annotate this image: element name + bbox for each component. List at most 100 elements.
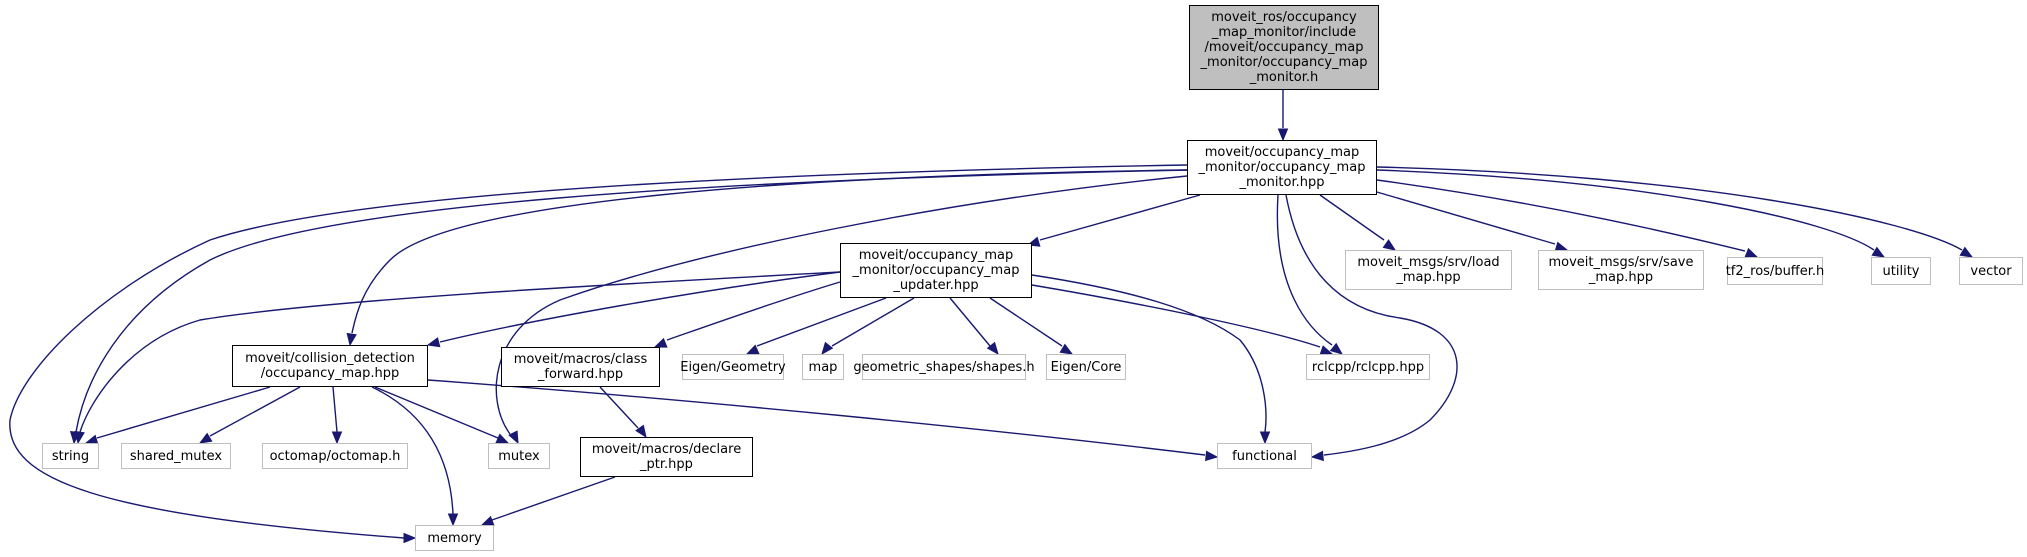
edge-line — [209, 386, 301, 437]
node-load-map-hpp[interactable]: moveit_msgs/srv/load _map.hpp — [1345, 250, 1512, 290]
edge-collision_hpp-to-shared_mutex — [198, 386, 301, 444]
edge-line — [439, 271, 841, 343]
node-occupancy-map-monitor-hpp[interactable]: moveit/occupancy_map _monitor/occupancy_… — [1187, 140, 1377, 195]
arrowhead-icon — [1310, 450, 1324, 462]
edge-updater_hpp-to-eigen_core — [989, 297, 1074, 355]
arrowhead-icon — [447, 513, 459, 527]
edge-monitor_hpp-to-tf2_buffer — [1376, 179, 1759, 258]
edge-line — [75, 169, 1188, 433]
arrowhead-icon — [1744, 247, 1759, 258]
node-collision-detection-occupancy-map-hpp[interactable]: moveit/collision_detection /occupancy_ma… — [232, 345, 428, 387]
edge-declare_ptr-to-memory — [480, 476, 616, 526]
arrowhead-icon — [403, 532, 417, 544]
edge-monitor_hpp-to-updater_hpp — [1026, 194, 1201, 247]
edge-line — [351, 169, 1188, 334]
arrowhead-icon — [1871, 246, 1886, 258]
node-macros-declare-ptr-hpp[interactable]: moveit/macros/declare _ptr.hpp — [580, 437, 753, 477]
arrowhead-icon — [74, 430, 85, 445]
edge-line — [1039, 194, 1201, 241]
edge-line — [374, 386, 499, 439]
arrowhead-icon — [1959, 246, 1974, 258]
node-occupancy-map-updater-hpp[interactable]: moveit/occupancy_map _monitor/occupancy_… — [840, 243, 1032, 298]
arrowhead-icon — [426, 337, 441, 348]
edge-line — [491, 476, 616, 521]
node-string[interactable]: string — [42, 443, 99, 469]
arrowhead-icon — [1259, 431, 1271, 445]
node-save-map-hpp[interactable]: moveit_msgs/srv/save _map.hpp — [1538, 250, 1704, 290]
edge-line — [666, 281, 841, 341]
edge-collision_hpp-to-mutex — [374, 386, 510, 444]
edge-monitor_hpp-to-load_map — [1319, 194, 1397, 251]
edge-monitor_hpp-to-mutex — [495, 175, 1188, 445]
edge-line — [756, 297, 887, 347]
edge-line — [599, 386, 639, 429]
arrowhead-icon — [653, 337, 668, 348]
arrowhead-icon — [198, 432, 213, 444]
edge-updater_hpp-to-functional — [1031, 274, 1271, 445]
edge-line — [1031, 274, 1267, 433]
edge-line — [989, 297, 1063, 347]
edge-line — [831, 297, 915, 347]
arrowhead-icon — [1277, 128, 1289, 142]
edge-line — [1376, 169, 1875, 251]
edge-line — [1319, 194, 1385, 241]
arrowhead-icon — [346, 332, 357, 347]
node-map[interactable]: map — [802, 354, 844, 380]
edge-line — [371, 386, 454, 515]
edge-line — [1376, 166, 1963, 251]
edge-line — [1285, 194, 1458, 456]
arrowhead-icon — [331, 431, 343, 445]
node-eigen-core[interactable]: Eigen/Core — [1046, 354, 1126, 380]
arrowhead-icon — [495, 433, 510, 444]
edge-line — [495, 175, 1188, 435]
arrowhead-icon — [480, 515, 495, 526]
edge-monitor_hpp-to-string — [69, 169, 1188, 445]
node-root-occupancy-map-monitor-h[interactable]: moveit_ros/occupancy _map_monitor/includ… — [1189, 5, 1379, 90]
edge-line — [1376, 179, 1746, 252]
edge-root-to-monitor_hpp — [1277, 90, 1289, 142]
node-utility[interactable]: utility — [1871, 257, 1931, 285]
edge-collision_hpp-to-string — [84, 386, 271, 445]
edge-monitor_hpp-to-rclcpp — [1276, 194, 1344, 355]
edge-monitor_hpp-to-vector — [1376, 166, 1974, 258]
edge-updater_hpp-to-string — [74, 271, 841, 445]
edge-updater_hpp-to-shapes — [949, 297, 999, 356]
node-geometric-shapes-shapes-h[interactable]: geometric_shapes/shapes.h — [853, 354, 1035, 380]
edge-updater_hpp-to-eigen_geometry — [745, 297, 887, 355]
edge-monitor_hpp-to-memory — [9, 164, 1188, 544]
edge-updater_hpp-to-class_forward — [653, 281, 841, 348]
arrowhead-icon — [1059, 343, 1074, 355]
node-rclcpp-hpp[interactable]: rclcpp/rclcpp.hpp — [1306, 354, 1430, 380]
node-shared-mutex[interactable]: shared_mutex — [121, 443, 231, 469]
edge-line — [332, 386, 338, 433]
edge-collision_hpp-to-memory — [371, 386, 459, 527]
node-eigen-geometry[interactable]: Eigen/Geometry — [680, 354, 786, 380]
edge-class_forward-to-declare_ptr — [599, 386, 647, 439]
edge-collision_hpp-to-octomap — [331, 386, 343, 445]
arrowhead-icon — [1205, 450, 1219, 462]
node-mutex[interactable]: mutex — [488, 443, 550, 469]
edge-updater_hpp-to-collision_hpp — [426, 271, 841, 348]
arrowhead-icon — [1382, 239, 1397, 251]
arrowhead-icon — [508, 430, 519, 445]
edge-line — [79, 271, 841, 433]
edge-monitor_hpp-to-utility — [1376, 169, 1886, 258]
edge-monitor_hpp-to-save_map — [1369, 189, 1569, 252]
node-vector[interactable]: vector — [1959, 257, 2023, 285]
arrowhead-icon — [635, 424, 647, 439]
edge-line — [9, 164, 1188, 539]
edge-collision_hpp-to-functional — [427, 379, 1219, 462]
node-memory[interactable]: memory — [415, 525, 494, 551]
arrowhead-icon — [745, 344, 760, 355]
node-tf2-ros-buffer-h[interactable]: tf2_ros/buffer.h — [1726, 257, 1824, 285]
node-functional[interactable]: functional — [1217, 443, 1312, 469]
edge-monitor_hpp-to-collision_hpp — [346, 169, 1188, 347]
edge-line — [427, 379, 1206, 456]
arrowhead-icon — [986, 341, 999, 356]
edge-line — [1031, 284, 1321, 348]
node-macros-class-forward-hpp[interactable]: moveit/macros/class _forward.hpp — [501, 347, 660, 387]
edge-line — [1276, 194, 1333, 346]
node-octomap-octomap-h[interactable]: octomap/octomap.h — [262, 443, 408, 469]
